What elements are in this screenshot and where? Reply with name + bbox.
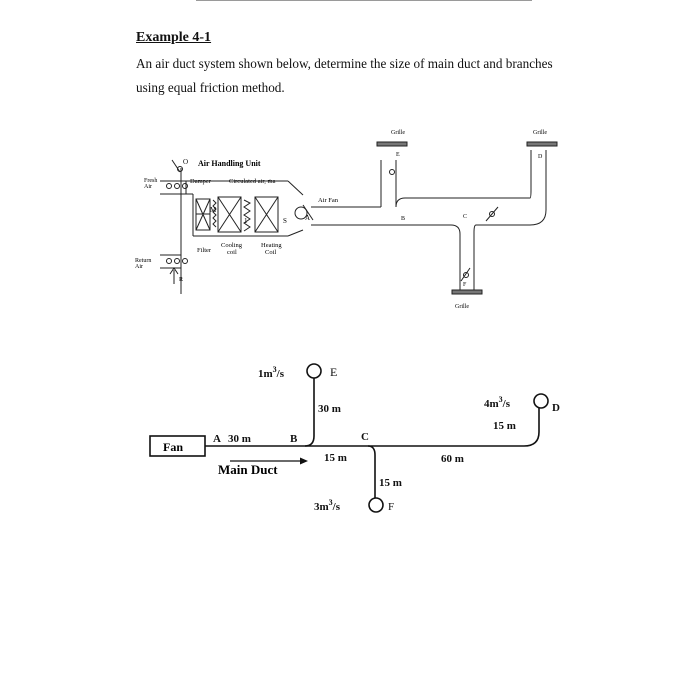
node-b-label: B bbox=[290, 433, 298, 445]
point-c: C bbox=[463, 214, 467, 220]
cooling-coil-label-2: coil bbox=[227, 249, 237, 256]
return-air-label-2: Air bbox=[135, 264, 143, 270]
seg-cd-vertical-length: 15 m bbox=[493, 420, 516, 432]
flow-e-label: 1m3/s bbox=[258, 365, 285, 380]
node-c-label: C bbox=[361, 431, 369, 443]
grille-f-label: Grille bbox=[455, 304, 469, 310]
heating-coil-label-1: Heating bbox=[261, 242, 282, 249]
fresh-air-label-1: Fresh bbox=[144, 178, 157, 184]
flow-arrow-head bbox=[300, 457, 308, 465]
point-1: 1 bbox=[244, 217, 248, 225]
ahu-title: Air Handling Unit bbox=[198, 159, 261, 168]
circulated-air-label: Circulated air, ṁa bbox=[229, 178, 276, 185]
problem-line-1: An air duct system shown below, determin… bbox=[136, 56, 553, 71]
air-fan-circle bbox=[294, 206, 308, 220]
grille-f-bar bbox=[451, 289, 483, 295]
outlet-f-circle bbox=[368, 497, 384, 513]
outlet-d-circle bbox=[533, 393, 549, 409]
branch-b-e bbox=[304, 378, 315, 447]
cooling-coil-label-1: Cooling bbox=[221, 242, 243, 249]
problem-statement: An air duct system shown below, determin… bbox=[136, 52, 576, 100]
seg-be-length: 30 m bbox=[318, 403, 341, 415]
node-d-label: D bbox=[552, 402, 560, 414]
seg-bc-length: 15 m bbox=[324, 452, 347, 464]
heating-coil-label-2: Coil bbox=[265, 249, 276, 256]
point-o: O bbox=[183, 158, 188, 166]
problem-line-2: using equal friction method. bbox=[136, 80, 285, 95]
grille-d-bar bbox=[526, 141, 558, 147]
node-f-label: F bbox=[388, 501, 394, 513]
point-s: S bbox=[283, 217, 287, 225]
branch-d-rise bbox=[523, 408, 540, 447]
flow-f-label: 3m3/s bbox=[314, 498, 341, 513]
node-e-label: E bbox=[330, 365, 337, 379]
seg-cf-length: 15 m bbox=[379, 477, 402, 489]
point-d: D bbox=[538, 154, 543, 160]
top-rule bbox=[196, 0, 532, 1]
return-air-label-1: Return bbox=[135, 258, 151, 264]
example-heading: Example 4-1 bbox=[136, 30, 212, 45]
point-r: R bbox=[179, 277, 183, 283]
fresh-air-label-2: Air bbox=[144, 184, 152, 190]
heating-coil-box bbox=[254, 196, 279, 233]
air-fan-label: Air Fan bbox=[318, 197, 339, 204]
point-b: B bbox=[401, 216, 405, 222]
fan-label: Fan bbox=[163, 440, 183, 454]
grille-e-label: Grille bbox=[391, 130, 405, 136]
branch-c-f bbox=[367, 445, 376, 498]
cooling-coil-box bbox=[217, 196, 242, 233]
point-f: F bbox=[463, 282, 467, 288]
point-e: E bbox=[396, 152, 400, 158]
filter-label: Filter bbox=[197, 247, 212, 254]
grille-e-bar bbox=[376, 141, 408, 147]
point-a: A bbox=[305, 214, 310, 222]
point-m: M bbox=[210, 206, 217, 214]
seg-ab-length: 30 m bbox=[228, 433, 251, 445]
grille-d-label: Grille bbox=[533, 130, 547, 136]
main-duct-label: Main Duct bbox=[218, 462, 278, 477]
seg-cd-horizontal-length: 60 m bbox=[441, 453, 464, 465]
node-a-label: A bbox=[213, 433, 221, 445]
flow-d-label: 4m3/s bbox=[484, 395, 511, 410]
outlet-e-circle bbox=[306, 363, 322, 379]
damper-label: Damper bbox=[190, 178, 212, 185]
